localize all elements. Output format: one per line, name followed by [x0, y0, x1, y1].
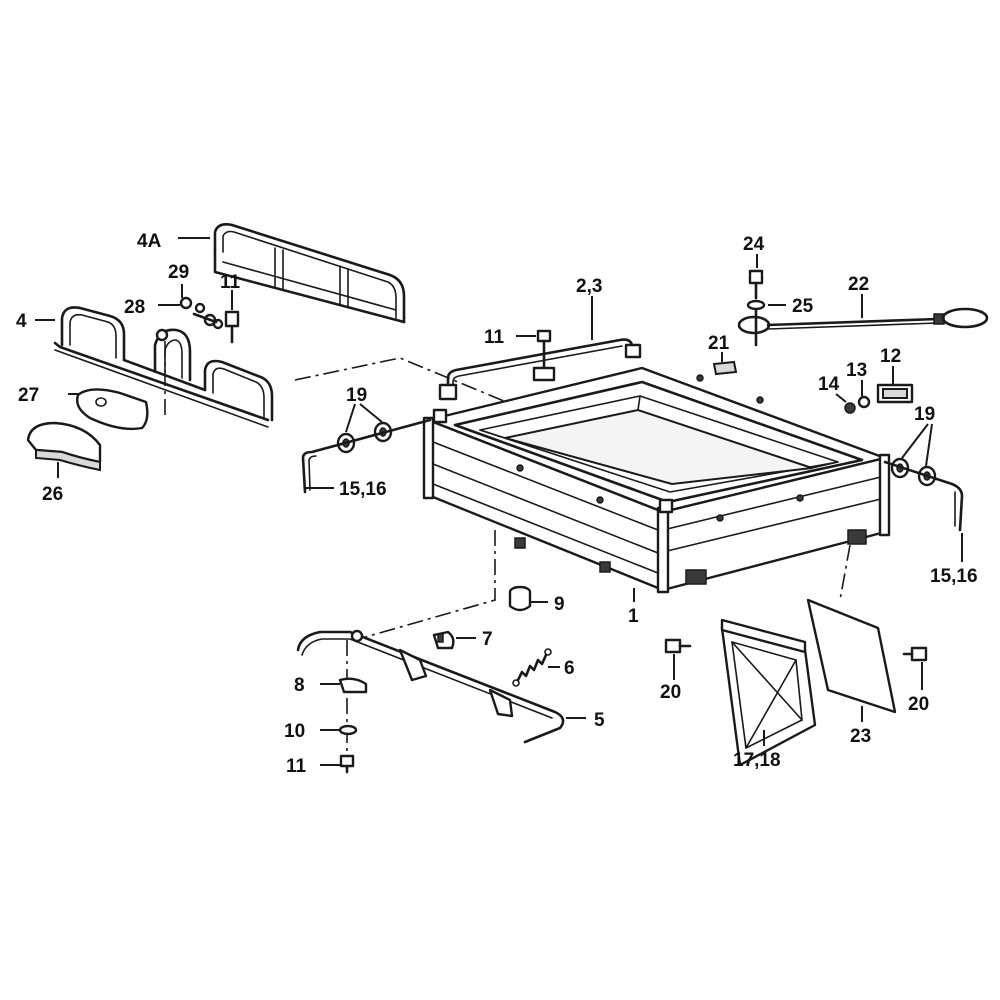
callout-24: 24: [743, 234, 765, 255]
callout-23: 23: [850, 726, 871, 747]
part-reflector-group: [844, 383, 914, 414]
callout-labels: 4A 29 28 11 4 27 26 19 15,16 11 2,3 24 2…: [16, 231, 978, 777]
part-spring: [512, 648, 552, 687]
part-hinge-pin-left: [301, 418, 432, 494]
part-pivot-stack: [338, 640, 368, 774]
part-side-rail: [213, 223, 406, 324]
callout-13: 13: [846, 360, 867, 381]
callout-15-16-left: 15,16: [339, 479, 387, 500]
callout-2-3: 2,3: [576, 276, 602, 297]
callout-20-left: 20: [660, 682, 681, 703]
callout-4: 4: [16, 311, 27, 332]
callout-27: 27: [18, 385, 39, 406]
part-mud-flap: [806, 598, 897, 714]
part-pad-26: [26, 421, 102, 472]
part-cable: [737, 307, 989, 335]
callout-26: 26: [42, 484, 63, 505]
callout-17-18: 17,18: [733, 750, 781, 771]
part-front-rail: [53, 306, 274, 428]
callout-9: 9: [554, 594, 565, 615]
part-clip-7: [432, 630, 455, 650]
callout-8: 8: [294, 675, 305, 696]
callout-12: 12: [880, 346, 901, 367]
part-bolt-group-left: [179, 296, 240, 344]
part-bolt-20-left: [664, 638, 692, 654]
part-hinge-pin-right: [883, 460, 964, 532]
callout-29: 29: [168, 262, 189, 283]
callout-11-box: 11: [484, 327, 505, 348]
part-mounting-plate: [720, 618, 817, 767]
part-bolt-11-top: [532, 329, 556, 382]
callout-7: 7: [482, 629, 493, 650]
callout-19-left: 19: [346, 385, 367, 406]
callout-15-16-right: 15,16: [930, 566, 978, 587]
callout-21: 21: [708, 333, 730, 354]
callout-1: 1: [628, 606, 639, 627]
leader-lines: [35, 237, 963, 766]
callout-11-bottom: 11: [286, 756, 307, 777]
callout-22: 22: [848, 274, 869, 295]
part-latch-rod: [438, 338, 642, 401]
part-rubber-stop: [508, 585, 532, 612]
part-bolt-20-right: [902, 646, 928, 662]
part-strip-21: [712, 360, 738, 376]
callout-14: 14: [818, 374, 840, 395]
callout-28: 28: [124, 297, 145, 318]
callout-10: 10: [284, 721, 305, 742]
part-cargo-box: [422, 366, 891, 594]
callout-20-right: 20: [908, 694, 929, 715]
part-bolt-24: [746, 269, 766, 347]
callout-4a: 4A: [137, 231, 162, 252]
callout-5: 5: [594, 710, 605, 731]
callout-6: 6: [564, 658, 575, 679]
callout-19-right: 19: [914, 404, 935, 425]
part-pad-27: [76, 388, 149, 431]
callout-11-top-left: 11: [220, 272, 241, 293]
part-latch-bar: [296, 629, 565, 744]
callout-25: 25: [792, 296, 814, 317]
